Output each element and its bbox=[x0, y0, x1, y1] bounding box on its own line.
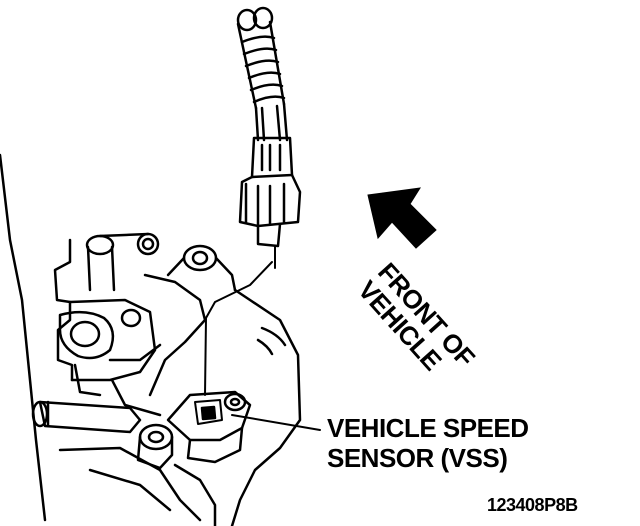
vss-label-line2: SENSOR (VSS) bbox=[327, 443, 508, 473]
transmission-case bbox=[0, 153, 302, 526]
figure-id: 123408P8B bbox=[487, 495, 578, 515]
vss-label-line1: VEHICLE SPEED bbox=[327, 413, 529, 443]
sensor-connector bbox=[238, 136, 302, 269]
vss-callout-label: VEHICLE SPEED SENSOR (VSS) bbox=[327, 413, 529, 473]
vehicle-speed-sensor bbox=[136, 390, 252, 470]
wiring-harness bbox=[236, 6, 289, 142]
sensor-wire bbox=[204, 261, 273, 396]
front-arrow-icon bbox=[367, 187, 437, 249]
vss-leader-line bbox=[231, 414, 321, 431]
